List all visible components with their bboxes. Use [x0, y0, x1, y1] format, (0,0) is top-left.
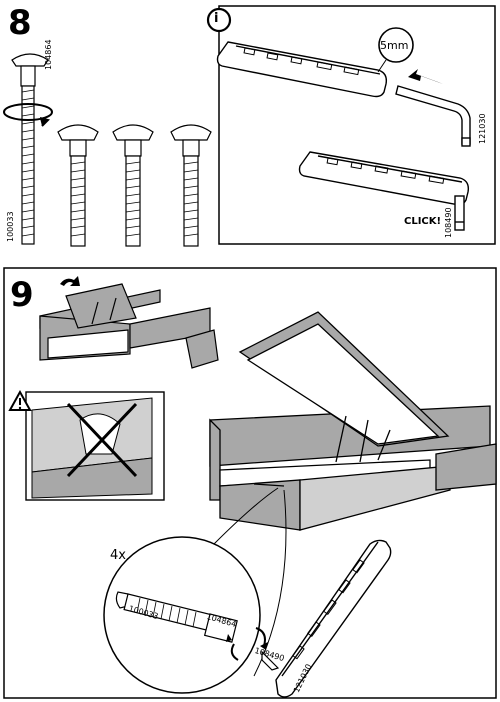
- lift-arrow-icon: [60, 276, 80, 286]
- detail-barrel: [203, 613, 238, 643]
- sofa-overview: [39, 283, 219, 369]
- hex-size-label: 5mm: [380, 39, 409, 52]
- push-arrow-icon: [408, 69, 443, 84]
- quantity-label: 4x: [110, 548, 126, 563]
- step-8-number: 8: [8, 3, 32, 43]
- long-screw: [11, 53, 49, 245]
- info-panel-frame: [218, 5, 496, 245]
- hex-key-code: 121030: [478, 113, 487, 144]
- detail-hex-key: [261, 650, 280, 671]
- connector-bar-top: [216, 41, 388, 98]
- short-screw-code: 100033: [6, 211, 15, 242]
- size-callout-circle: [378, 27, 414, 63]
- hex-key-inserted: [454, 195, 465, 231]
- connector-slots-top: [243, 47, 360, 76]
- detail-screw-thread: [136, 597, 197, 628]
- hex-key: [395, 85, 471, 147]
- connector-slots-bottom: [326, 157, 445, 184]
- click-label: CLICK!: [404, 216, 442, 227]
- connector-code: 108490: [444, 207, 453, 238]
- long-screw-thread: [21, 89, 35, 237]
- step-9-number: 9: [10, 275, 34, 315]
- short-screw-threads: [70, 161, 199, 237]
- short-screws: [57, 124, 212, 247]
- rotate-arrow-icon: [3, 103, 53, 127]
- detail-connector-bar: [275, 539, 392, 698]
- info-glyph: i: [214, 11, 219, 26]
- info-icon: [206, 7, 232, 33]
- detail-connector-slots: [292, 559, 365, 660]
- long-screw-code: 104864: [44, 39, 53, 70]
- sofa-bed-large: [209, 311, 497, 531]
